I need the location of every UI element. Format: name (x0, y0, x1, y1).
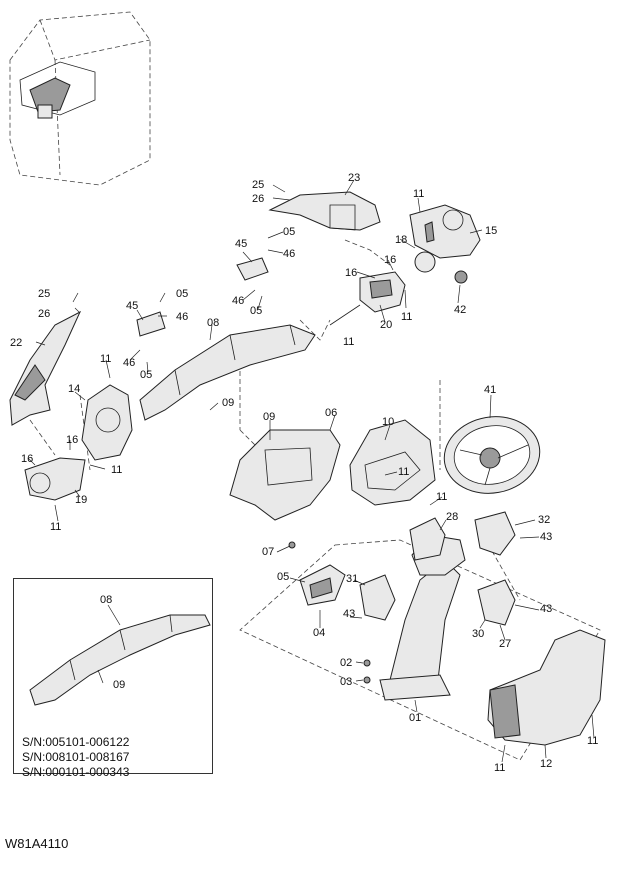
part-01-steering-column (379, 534, 466, 701)
callout-05: 05 (176, 288, 188, 300)
callout-46: 46 (123, 357, 135, 369)
part-32-cover (474, 511, 516, 556)
part-22-side-panel (9, 310, 82, 426)
callout-26: 26 (252, 193, 264, 205)
inset-callout-08: 08 (100, 594, 112, 606)
callout-16: 16 (384, 254, 396, 266)
part-27-30-bracket (477, 579, 516, 626)
callout-11: 11 (587, 735, 598, 747)
callout-11: 11 (494, 762, 505, 774)
callout-20: 20 (380, 319, 392, 331)
callout-32: 32 (538, 514, 550, 526)
part-28-bracket (409, 517, 446, 561)
inset-callout-09: 09 (113, 679, 125, 691)
callout-05: 05 (277, 571, 289, 583)
callout-11: 11 (111, 464, 122, 476)
callout-03: 03 (340, 676, 352, 688)
serial-range-2: S/N:008101-008167 (22, 750, 130, 764)
part-10-column-cover (349, 419, 436, 506)
part-45-brackets (136, 257, 269, 337)
callout-05: 05 (283, 226, 295, 238)
callout-11: 11 (100, 353, 111, 365)
callout-30: 30 (472, 628, 484, 640)
callout-11: 11 (413, 188, 424, 200)
part-19-switch-pod (24, 457, 86, 501)
serial-range-1: S/N:005101-006122 (22, 735, 130, 749)
callout-11: 11 (398, 466, 409, 478)
callout-07: 07 (262, 546, 274, 558)
callout-45: 45 (126, 300, 138, 312)
callout-46: 46 (232, 295, 244, 307)
callout-11: 11 (343, 336, 354, 348)
part-12-lower-cover (487, 629, 606, 746)
callout-46: 46 (283, 248, 295, 260)
callout-14: 14 (68, 383, 80, 395)
callout-23: 23 (348, 172, 360, 184)
part-08-frame (139, 324, 316, 421)
part-04-switch (299, 564, 346, 606)
callout-41: 41 (484, 384, 496, 396)
callout-15: 15 (485, 225, 497, 237)
small-fasteners (288, 541, 371, 684)
callout-11: 11 (436, 491, 447, 503)
callout-19: 19 (75, 494, 87, 506)
callout-08: 08 (207, 317, 219, 329)
part-06-bracket (229, 429, 341, 521)
callout-11: 11 (401, 311, 412, 323)
callout-05: 05 (140, 369, 152, 381)
serial-range-3: S/N:000101-000343 (22, 765, 130, 779)
callout-31: 31 (346, 573, 358, 585)
callout-25: 25 (252, 179, 264, 191)
serial-number-inset (13, 578, 213, 774)
callout-16: 16 (66, 434, 78, 446)
callout-leaders (27, 179, 595, 763)
part-23-upper-cover (268, 191, 381, 231)
callout-18: 18 (395, 234, 407, 246)
inset-frame-variant: 08 09 (29, 594, 211, 706)
callout-01: 01 (409, 712, 421, 724)
callout-12: 12 (540, 758, 552, 770)
callout-46: 46 (176, 311, 188, 323)
callout-26: 26 (38, 308, 50, 320)
diagram-code: W81A4110 (5, 836, 69, 851)
callout-27: 27 (499, 638, 511, 650)
callout-labels: 25 26 23 11 15 05 46 45 18 16 16 05 46 2… (10, 172, 598, 774)
callout-10: 10 (382, 416, 394, 428)
callout-05: 05 (250, 305, 262, 317)
cab-locator-illustration (9, 11, 151, 186)
callout-43: 43 (343, 608, 355, 620)
callout-04: 04 (313, 627, 325, 639)
callout-45: 45 (235, 238, 247, 250)
callout-16: 16 (345, 267, 357, 279)
callout-06: 06 (325, 407, 337, 419)
callout-09: 09 (263, 411, 275, 423)
part-20-switch-housing (329, 271, 406, 326)
callout-02: 02 (340, 657, 352, 669)
callout-16: 16 (21, 453, 33, 465)
callout-11: 11 (50, 521, 61, 533)
callout-28: 28 (446, 511, 458, 523)
part-31-cover (359, 574, 396, 621)
part-15-dash-panel (409, 204, 481, 284)
callout-43: 43 (540, 603, 552, 615)
callout-42: 42 (454, 304, 466, 316)
callout-22: 22 (10, 337, 22, 349)
part-14-lower-panel (81, 384, 133, 461)
callout-43: 43 (540, 531, 552, 543)
callout-25: 25 (38, 288, 50, 300)
callout-09: 09 (222, 397, 234, 409)
part-41-steering-wheel (443, 416, 541, 494)
